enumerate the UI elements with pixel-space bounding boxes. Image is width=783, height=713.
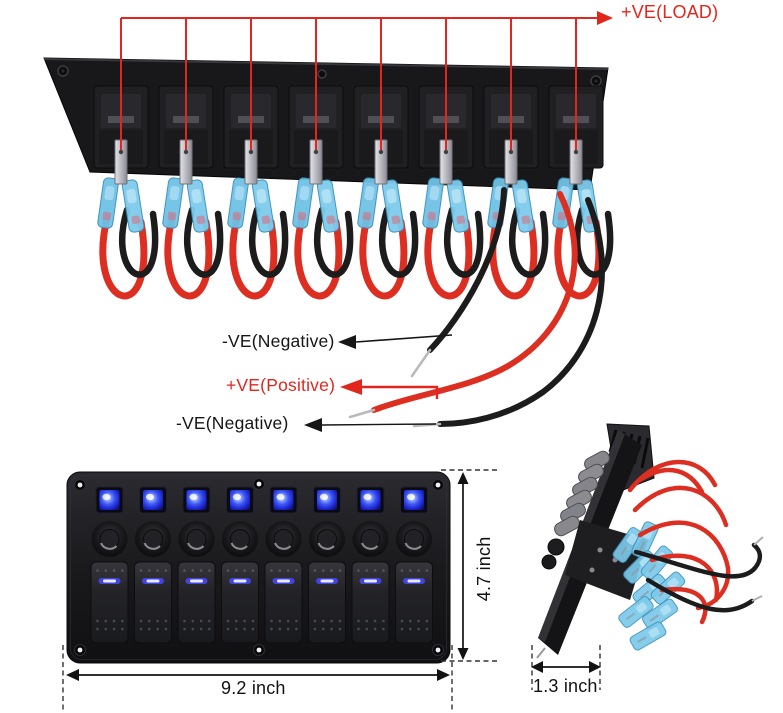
height-dimension-arrow <box>441 469 498 662</box>
negative-wire-label-top: -VE(Negative) <box>222 331 335 351</box>
negative-wire-label-bottom: -VE(Negative) <box>176 413 289 433</box>
breaker-side <box>541 554 557 570</box>
positive-pigtail-wire <box>371 191 578 413</box>
black-wires-side <box>633 542 763 613</box>
switch-column-front <box>176 485 217 645</box>
width-dimension-arrow <box>62 645 453 712</box>
negative-bottom-arrow-icon <box>304 418 322 432</box>
width-dimension-label: 9.2 inch <box>221 678 286 698</box>
switch-unit-back <box>159 18 220 296</box>
side-view-photo <box>536 423 764 659</box>
switch-column-front <box>394 485 434 645</box>
switch-unit-back <box>289 18 350 296</box>
switch-column-front <box>133 485 173 645</box>
positive-arrow-icon <box>340 379 362 395</box>
load-arrow-icon <box>597 11 613 25</box>
negative-top-arrow-icon <box>338 335 356 349</box>
switch-column-front <box>350 485 391 645</box>
front-panel-screws <box>74 478 444 656</box>
red-wires-side <box>627 459 731 625</box>
switch-unit-back <box>224 18 285 296</box>
switch-unit-back <box>419 18 480 296</box>
positive-bus-line <box>121 11 613 25</box>
negative-pigtail-wire-bottom <box>437 197 606 427</box>
back-panel-screws <box>57 65 602 87</box>
switch-unit-back <box>354 18 415 296</box>
switch-column-front <box>263 485 304 645</box>
load-label: +VE(LOAD) <box>621 2 719 22</box>
height-dimension-label: 4.7 inch <box>474 536 495 602</box>
switch-column-front <box>89 485 130 645</box>
rocker-stack-side <box>554 450 610 537</box>
back-view-photo <box>43 18 610 428</box>
depth-dimension-label: 1.3 inch <box>533 676 598 696</box>
wire-label-arrows <box>304 334 453 432</box>
positive-wire-label: +VE(Positive) <box>226 375 336 395</box>
switch-column-front <box>220 485 260 645</box>
switch-column-front <box>307 485 347 645</box>
breaker-side <box>547 538 565 556</box>
front-view-photo <box>66 471 451 664</box>
depth-dimension-arrow <box>531 645 601 690</box>
